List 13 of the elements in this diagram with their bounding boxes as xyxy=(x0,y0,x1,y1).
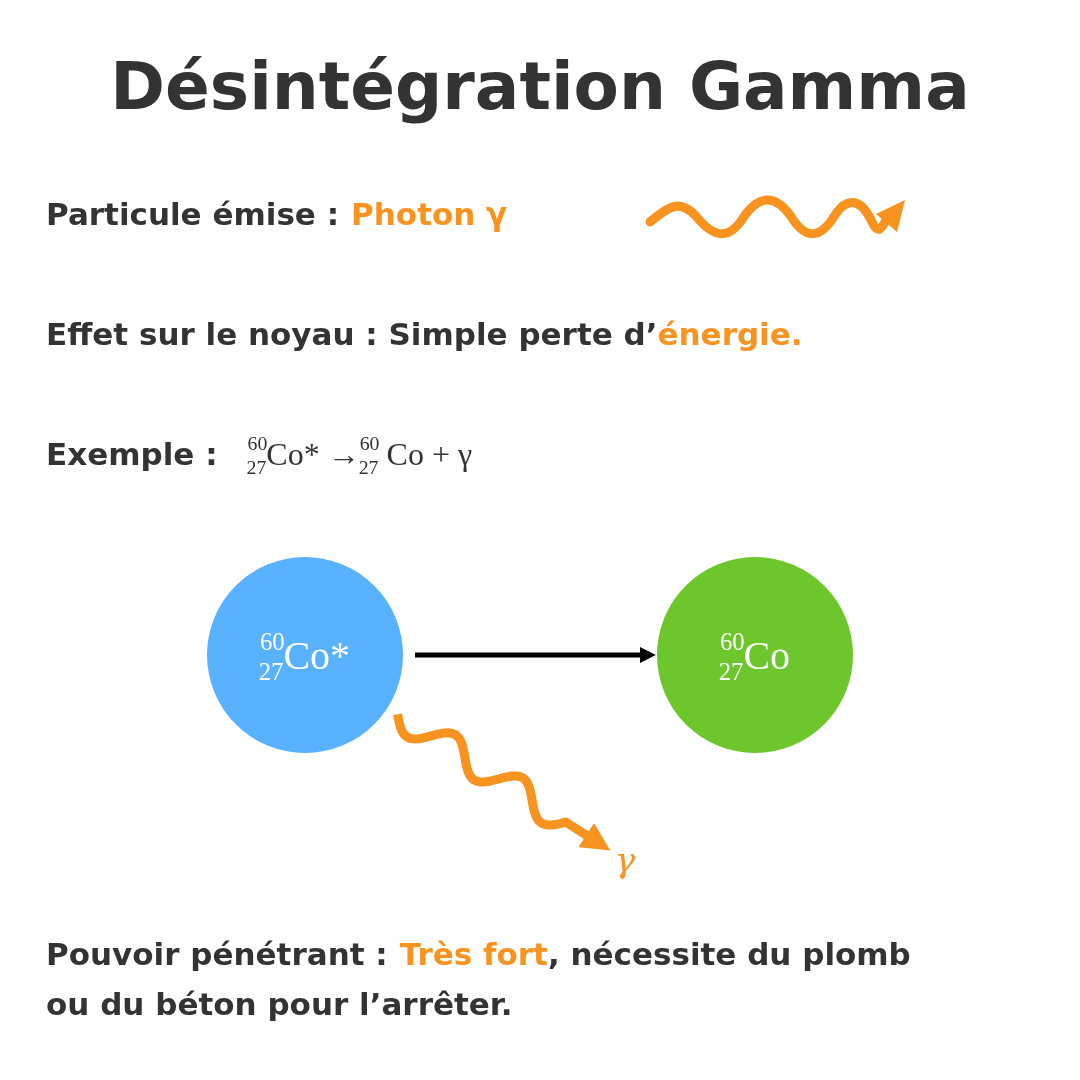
text-label: Particule émise : xyxy=(46,196,340,232)
text-label: énergie. xyxy=(657,316,803,352)
text-label: Effet sur le noyau : Simple perte d’ xyxy=(46,316,658,352)
arrow xyxy=(415,647,656,663)
text-label: Très fort xyxy=(399,936,548,972)
text-label: , nécessite du plomb xyxy=(547,936,911,972)
text-label: Photon γ xyxy=(351,196,508,232)
text-label: ou du béton pour l’arrêter. xyxy=(46,986,513,1022)
text-label: Pouvoir pénétrant : xyxy=(46,936,388,972)
gamma-label: γ xyxy=(605,838,645,882)
wavy-arrow xyxy=(393,713,611,851)
title: Désintégration Gamma xyxy=(109,48,971,125)
text-label: Exemple : xyxy=(46,436,218,472)
